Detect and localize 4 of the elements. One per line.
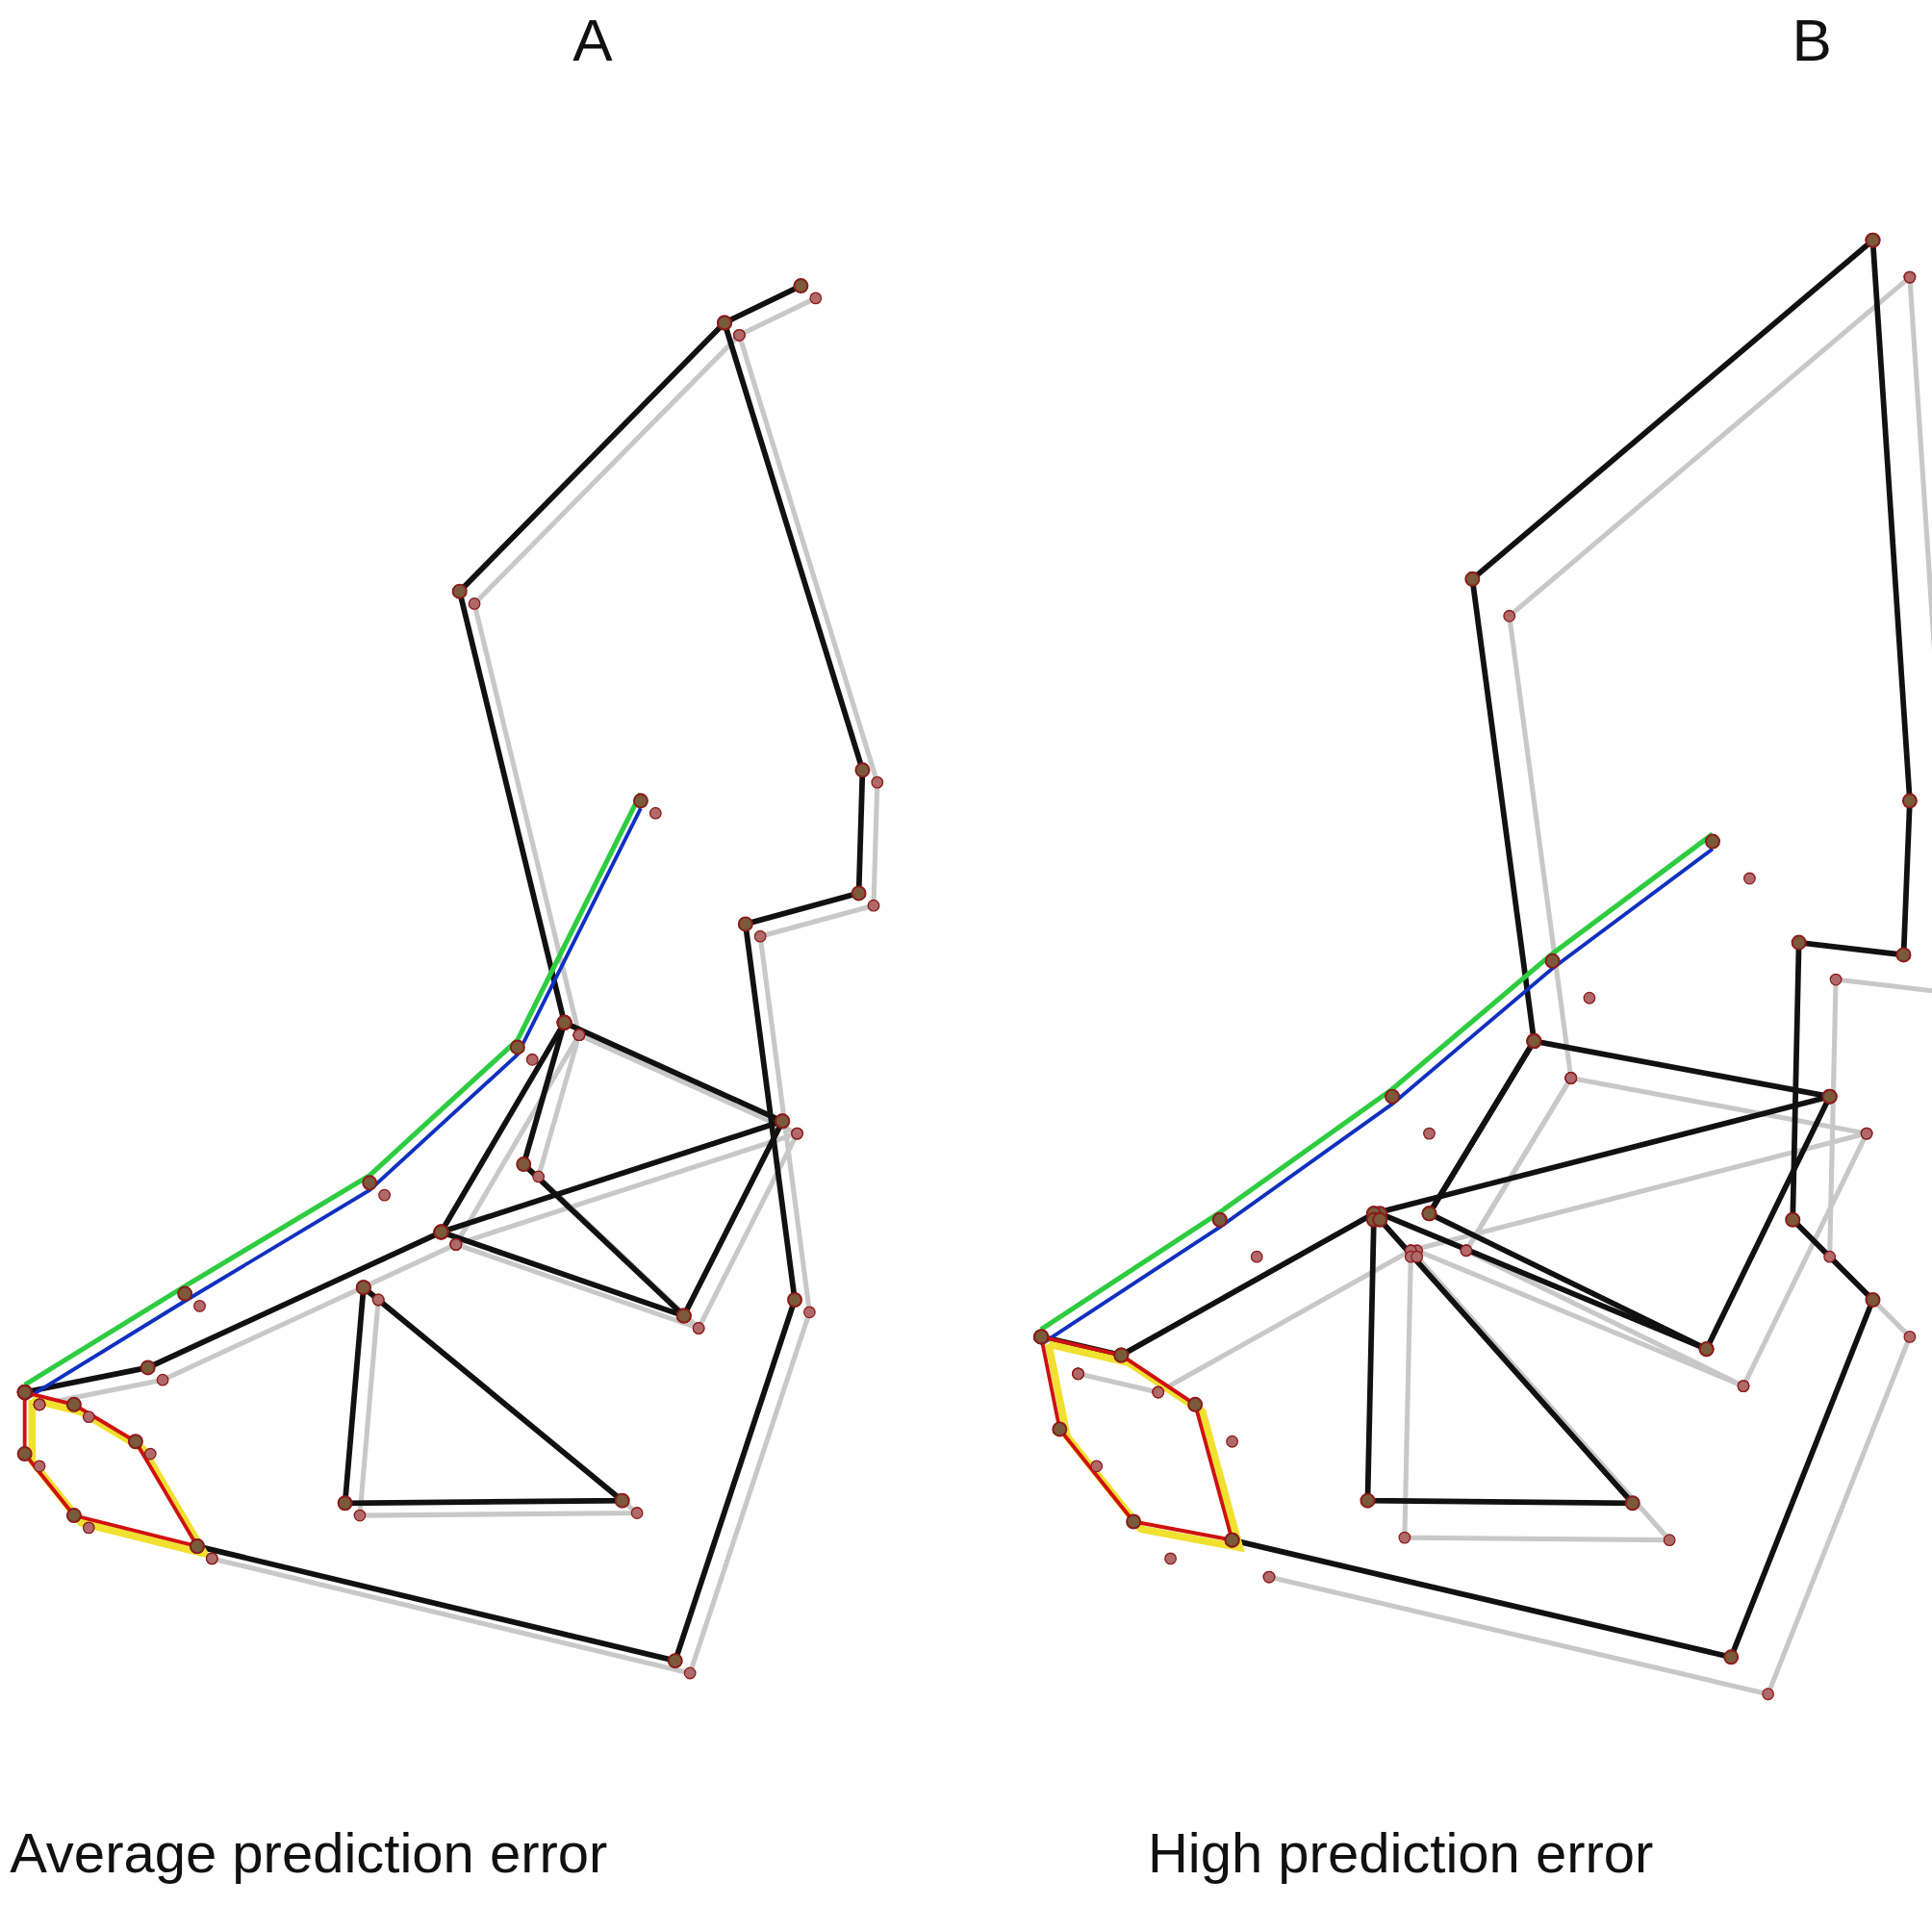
caption-text: Average prediction error <box>10 1819 608 1885</box>
caption-text: High prediction error <box>1147 1819 1654 1885</box>
panel-letter: B <box>1792 6 1832 75</box>
panel-letter: A <box>572 6 613 75</box>
